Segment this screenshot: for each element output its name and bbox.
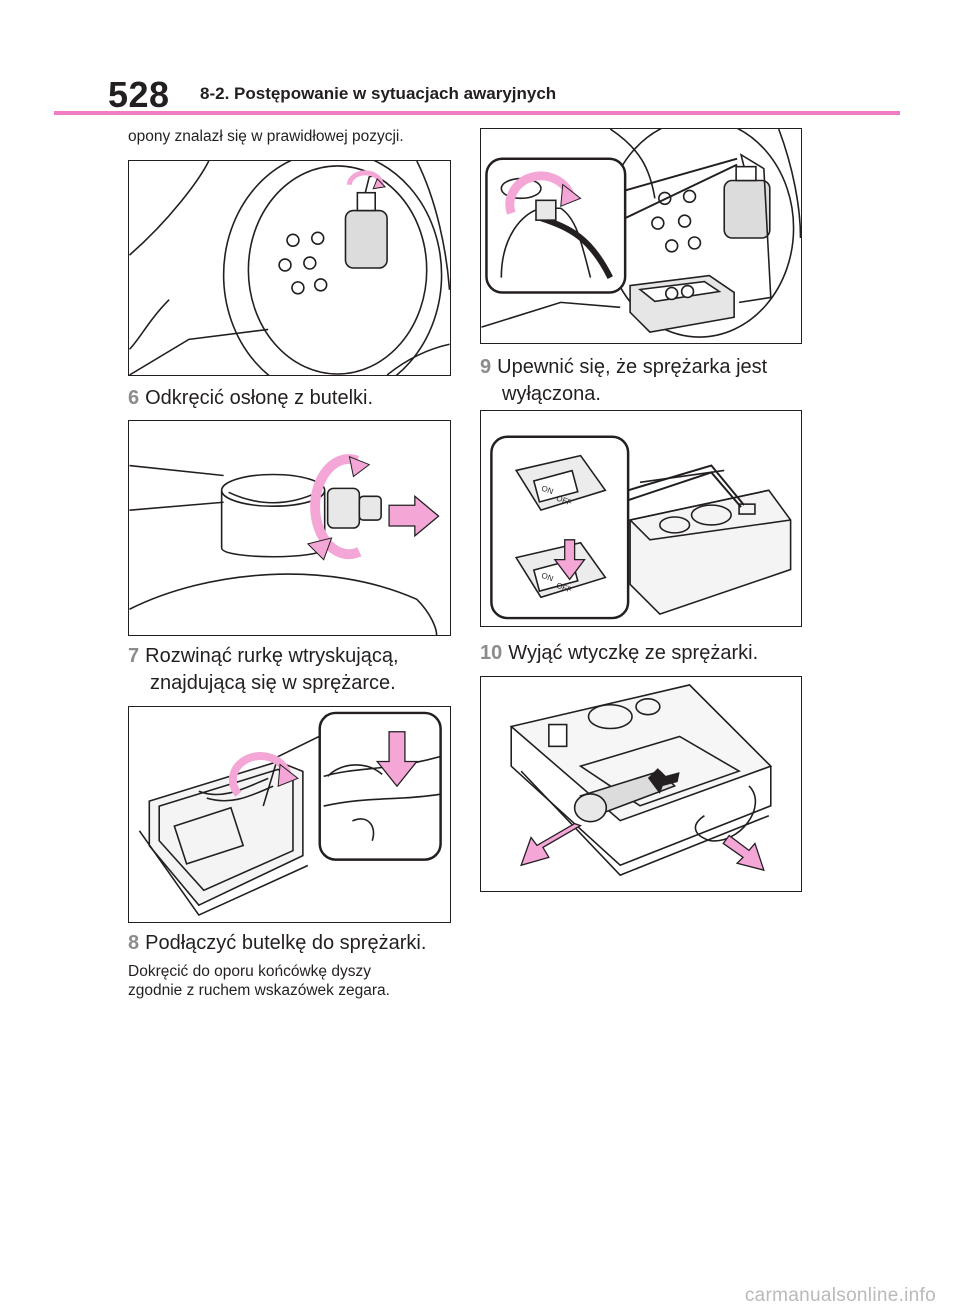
step-7-line1: Rozwinąć rurkę wtryskującą, [145,645,399,667]
step-8-text: Podłączyć butelkę do sprężarki. [145,932,427,954]
switch-on-label-bottom: ON [540,571,554,584]
illustration-unwind-tube [138,711,442,917]
step-10-text: Wyjąć wtyczkę ze sprężarki. [508,642,759,664]
figure-unplug [480,676,802,892]
figure-unscrew-cap [128,420,451,636]
step-8-note: Dokręcić do oporu końcówkę dyszy zgodnie… [128,962,390,1000]
figure-connect-bottle [480,128,802,344]
intro-text: opony znalazł się w prawidłowej pozycji. [128,128,404,145]
illustration-bottle-tire [129,161,450,375]
switch-on-label-top: ON [540,484,554,497]
figure-unwind-tube [128,706,451,923]
step-10-number: 10 [480,642,503,664]
illustration-unplug [509,684,773,877]
step-7-line2: znajdującą się w sprężarce. [150,672,396,694]
step-7-number: 7 [128,645,140,667]
step-8-note-line1: Dokręcić do oporu końcówkę dyszy [128,963,371,980]
step-8-note-line2: zgodnie z ruchem wskazówek zegara. [128,982,390,999]
step-6-text: Odkręcić osłonę z butelki. [145,387,374,409]
step-8-number: 8 [128,932,140,954]
figure-switch-off: ON OFF ON OFF [480,410,802,627]
illustration-unscrew-cap [129,454,440,635]
step-9-number: 9 [480,356,492,378]
page-number: 528 [108,74,170,115]
step-6-number: 6 [128,387,140,409]
header-divider [54,111,900,115]
illustration-connect-bottle [481,129,801,338]
footer-watermark: carmanualsonline.info [744,1285,936,1306]
step-9-line2: wyłączona. [502,383,601,405]
step-9-line1: Upewnić się, że sprężarka jest [497,356,768,378]
section-title: 8-2. Postępowanie w sytuacjach awaryjnyc… [200,84,557,103]
illustration-switch-off: ON OFF ON OFF [490,435,792,620]
figure-bottle-on-spare-tire [128,160,451,376]
